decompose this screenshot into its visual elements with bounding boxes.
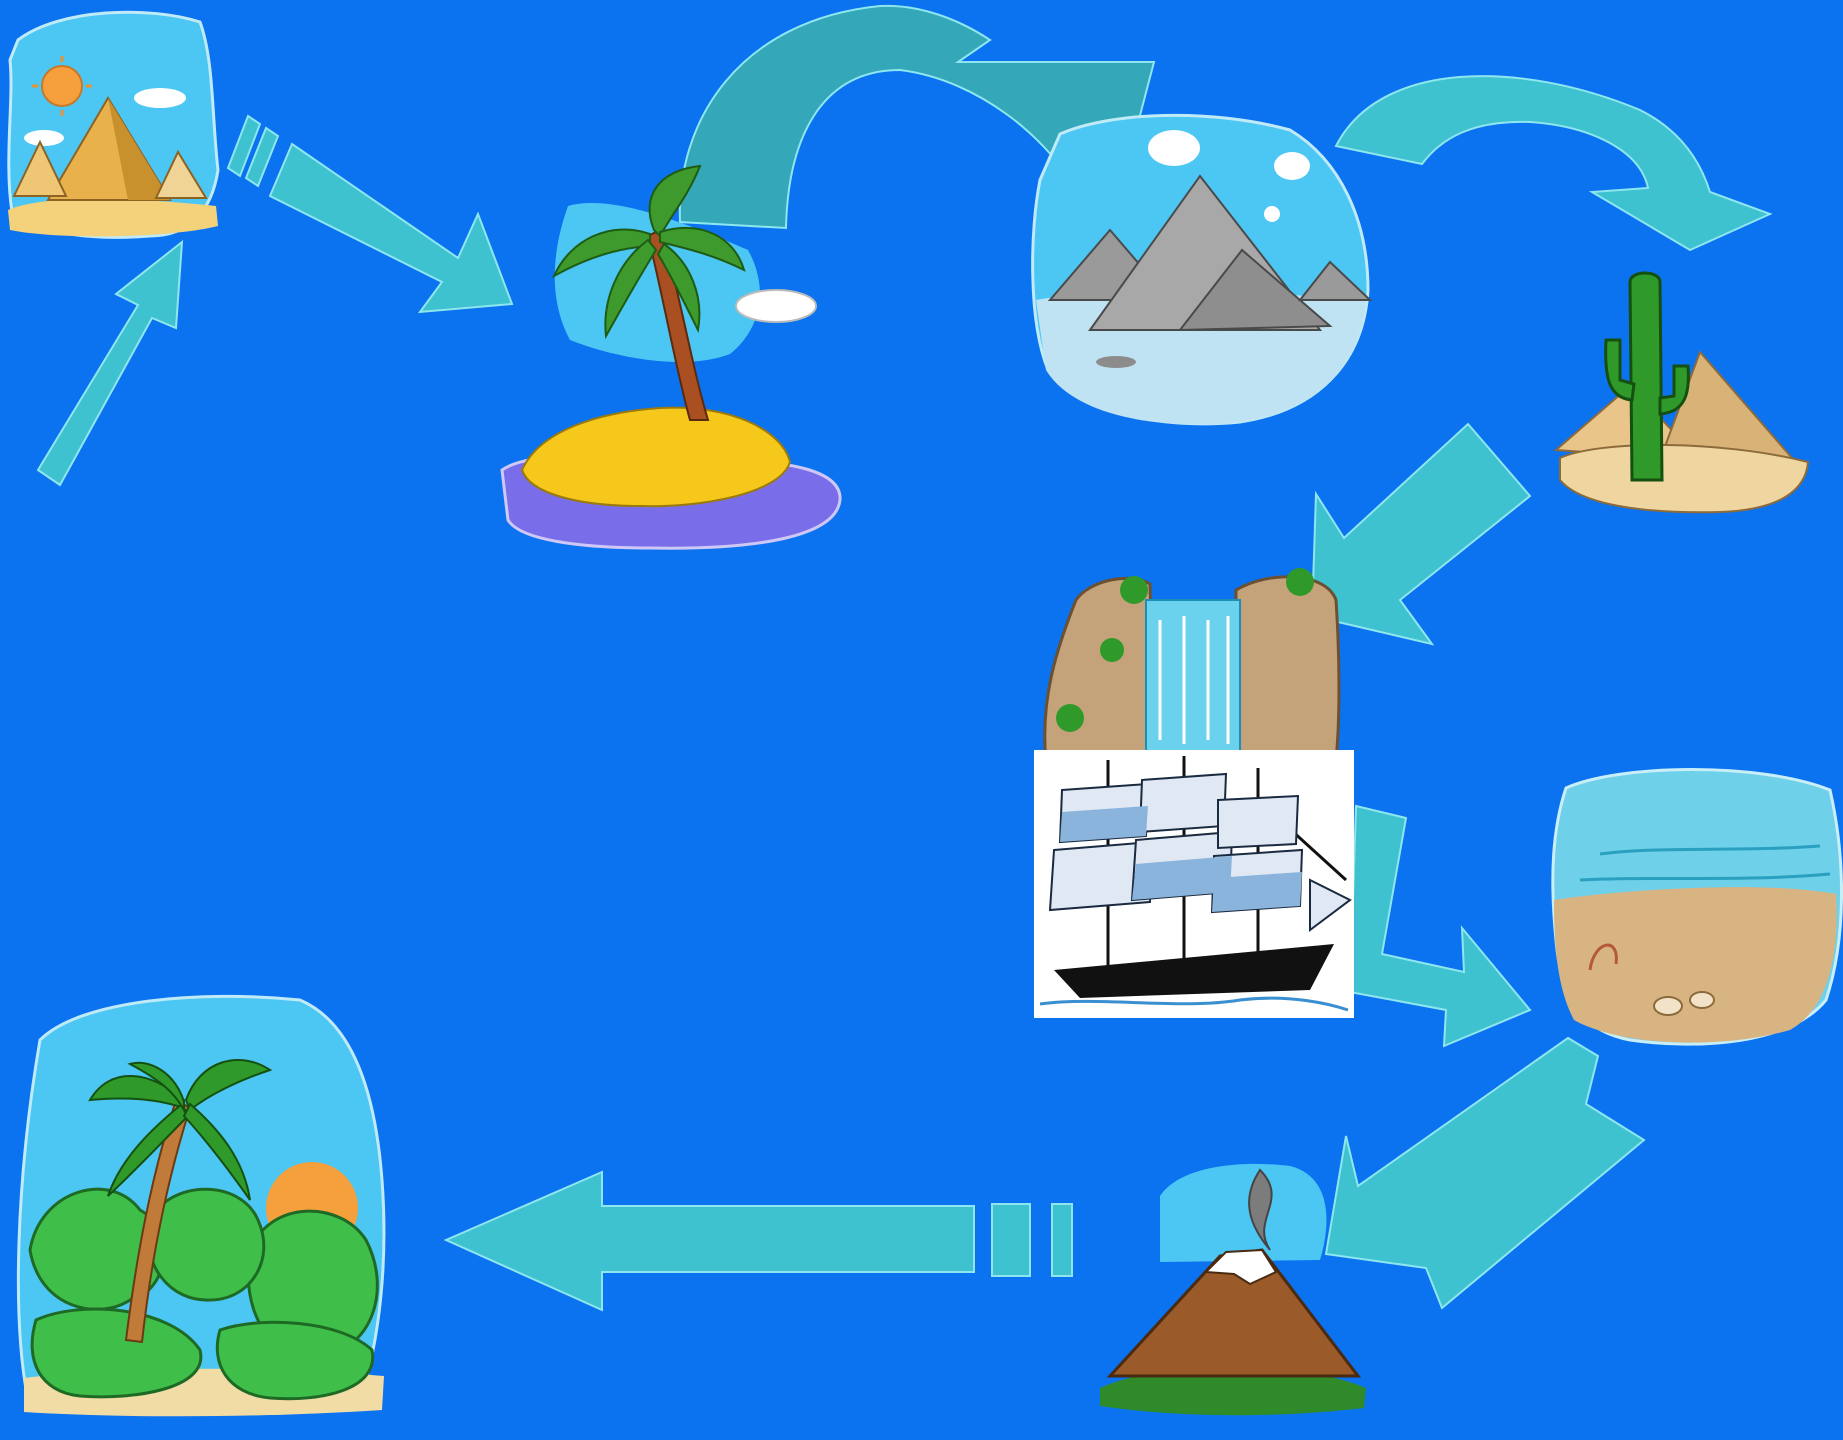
volcano-icon (1100, 1163, 1366, 1416)
sailing-ship-icon (1034, 750, 1354, 1018)
waterfall-icon (1043, 568, 1341, 764)
mountain-lake-icon (1031, 113, 1373, 426)
pyramids-scene-icon (7, 10, 220, 239)
arrow-pyramids-to-island (226, 114, 514, 314)
arrow-ship-to-beach (1348, 804, 1532, 1048)
beach-icon (1551, 768, 1843, 1046)
arrow-beach-to-volcano (1324, 1036, 1646, 1310)
arrow-mountains-to-cactus (1334, 75, 1773, 252)
palm-island-icon (500, 164, 842, 550)
arrow-cactus-to-waterfall (1310, 422, 1532, 646)
cactus-desert-icon (1553, 271, 1810, 514)
arrow-volcano-to-jungle (443, 1170, 1073, 1312)
jungle-icon (16, 994, 386, 1417)
arrow-start-to-pyramids (36, 239, 184, 487)
